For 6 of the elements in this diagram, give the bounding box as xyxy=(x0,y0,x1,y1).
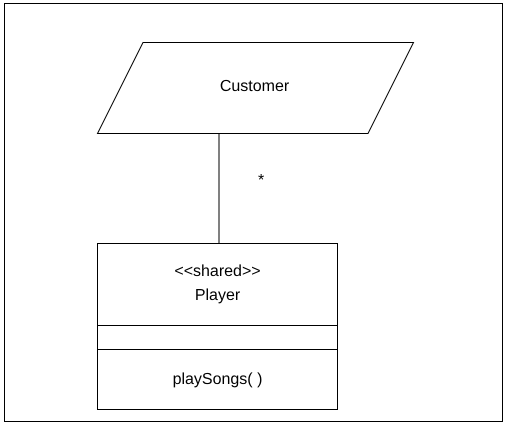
operation-text: playSongs( ) xyxy=(172,370,264,390)
entity-name: Customer xyxy=(218,77,290,97)
class-box xyxy=(97,243,338,410)
stereotype-label: <<shared>> xyxy=(173,262,262,282)
class-name: Player xyxy=(194,286,242,306)
association-line xyxy=(218,134,220,244)
